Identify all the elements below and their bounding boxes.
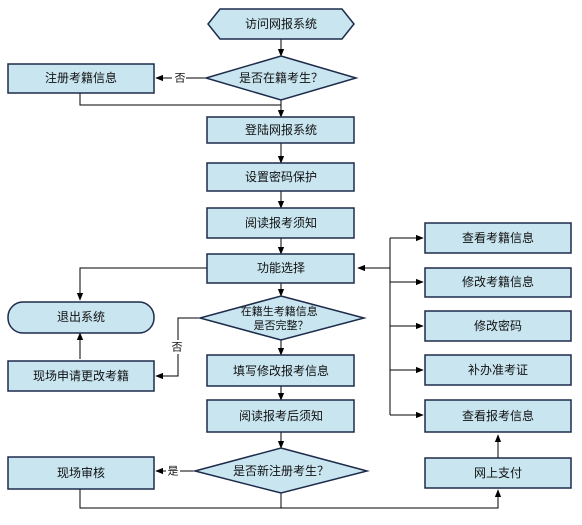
set-password-label: 设置密码保护 bbox=[245, 169, 317, 184]
reissue-card-label: 补办准考证 bbox=[468, 362, 528, 377]
edge-label-no-complete: 否 bbox=[172, 341, 183, 354]
reissue-card-node bbox=[424, 354, 572, 386]
read-after-notice-node bbox=[206, 399, 355, 433]
info-complete-line-2: 是否完整？ bbox=[254, 318, 309, 332]
start-node bbox=[207, 8, 355, 40]
node-labels: 访问网报系统 注册考籍信息 是否在籍考生？ 登陆网报系统 设置密码保护 阅读报考… bbox=[33, 16, 534, 480]
func-select-node bbox=[206, 253, 355, 284]
info-complete-line-1: 在籍生考籍信息 bbox=[241, 304, 318, 318]
is-new-label: 是否新注册考生？ bbox=[233, 463, 329, 478]
is-new-decision bbox=[192, 447, 370, 494]
onsite-change-label: 现场申请更改考籍 bbox=[33, 368, 129, 383]
info-complete-decision bbox=[197, 295, 367, 341]
register-info-node bbox=[7, 63, 155, 94]
edge-new-to-pay bbox=[280, 489, 502, 509]
exit-node bbox=[7, 301, 155, 334]
is-registered-label: 是否在籍考生？ bbox=[239, 70, 323, 85]
onsite-change-node bbox=[7, 360, 155, 392]
register-info-label: 注册考籍信息 bbox=[45, 70, 117, 85]
start-label: 访问网报系统 bbox=[245, 16, 317, 31]
edge-label-no-register: 否 bbox=[175, 72, 186, 85]
login-node bbox=[206, 116, 355, 144]
online-pay-label: 网上支付 bbox=[474, 466, 522, 480]
onsite-review-node bbox=[7, 456, 155, 490]
info-complete-label: 在籍生考籍信息 是否完整？ bbox=[241, 304, 322, 332]
view-exam-label: 查看报考信息 bbox=[462, 408, 534, 423]
change-password-node bbox=[424, 310, 572, 342]
func-select-label: 功能选择 bbox=[257, 261, 305, 275]
view-status-label: 查看考籍信息 bbox=[462, 230, 534, 245]
online-pay-node bbox=[424, 457, 572, 489]
nodes bbox=[7, 8, 572, 494]
is-registered-decision bbox=[203, 55, 359, 101]
fill-info-label: 填写修改报考信息 bbox=[233, 363, 329, 378]
modify-status-node bbox=[424, 267, 572, 298]
edge-func-to-exit bbox=[76, 267, 207, 301]
fill-info-node bbox=[206, 354, 355, 387]
change-password-label: 修改密码 bbox=[474, 318, 522, 333]
exit-label: 退出系统 bbox=[57, 310, 105, 324]
edge-review-to-bottom bbox=[79, 489, 281, 509]
onsite-review-label: 现场审核 bbox=[57, 465, 105, 480]
login-label: 登陆网报系统 bbox=[245, 122, 317, 137]
set-password-node bbox=[206, 162, 355, 192]
view-status-node bbox=[424, 222, 572, 254]
edges bbox=[76, 39, 502, 509]
view-exam-node bbox=[424, 399, 572, 433]
edge-labels: 否 否 是 bbox=[166, 71, 186, 478]
read-notice-node bbox=[206, 207, 355, 239]
read-after-notice-label: 阅读报考后须知 bbox=[239, 408, 323, 423]
read-notice-label: 阅读报考须知 bbox=[245, 215, 317, 230]
edge-label-yes-new: 是 bbox=[168, 465, 179, 478]
edge-register-info-to-login bbox=[79, 93, 281, 106]
modify-status-label: 修改考籍信息 bbox=[462, 274, 534, 289]
